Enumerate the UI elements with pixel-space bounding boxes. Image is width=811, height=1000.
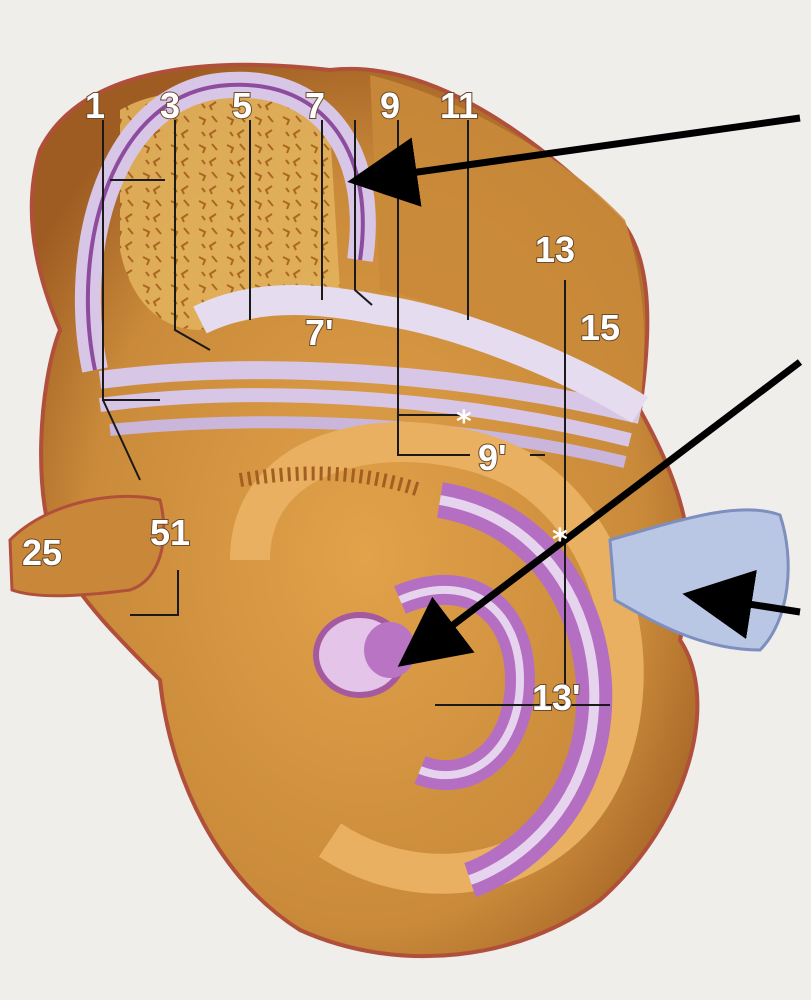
star-marker: * <box>552 523 568 558</box>
label-1: 1 <box>85 85 105 126</box>
label-9-prime: 9' <box>478 437 507 478</box>
label-15: 15 <box>580 307 620 348</box>
label-11: 11 <box>440 85 478 126</box>
label-9: 9 <box>380 85 400 126</box>
star-marker: * <box>456 405 472 440</box>
label-13-prime: 13' <box>532 677 581 718</box>
label-3: 3 <box>160 85 180 126</box>
label-7-prime: 7' <box>305 312 334 353</box>
label-7: 7 <box>305 85 325 126</box>
label-51: 51 <box>150 512 190 553</box>
label-25: 25 <box>22 532 62 573</box>
label-13: 13 <box>535 229 575 270</box>
label-5: 5 <box>232 85 252 126</box>
